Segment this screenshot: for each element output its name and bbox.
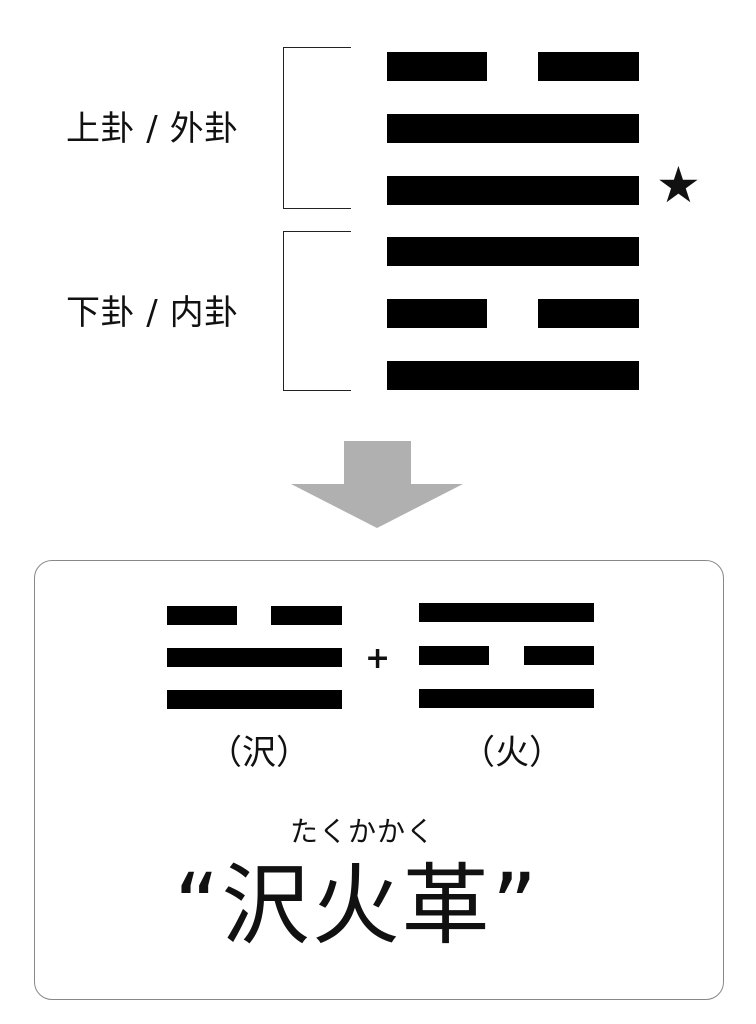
hexagram-line-2 xyxy=(387,114,639,143)
hexagram-line-1-left xyxy=(387,52,487,81)
hexagram-line-5-left xyxy=(387,299,487,328)
right-trigram-line-2-left xyxy=(419,646,489,665)
left-trigram-line-2 xyxy=(167,648,342,667)
lower-trigram-bracket xyxy=(283,231,351,391)
hexagram-line-1-right xyxy=(538,52,639,81)
hexagram-name: “沢火革” xyxy=(174,854,540,957)
hexagram-line-3 xyxy=(387,176,639,205)
arrow-stem xyxy=(344,441,411,485)
left-trigram-name: （沢） xyxy=(208,733,310,773)
star-icon: ★ xyxy=(656,156,701,214)
right-trigram-line-2-right xyxy=(524,646,594,665)
lower-trigram-label: 下卦 / 内卦 xyxy=(66,293,239,333)
result-panel xyxy=(34,560,724,1000)
hexagram-line-5-right xyxy=(538,299,639,328)
right-trigram-line-3 xyxy=(419,689,594,708)
left-trigram-line-1-left xyxy=(167,606,237,625)
plus-sign: + xyxy=(365,641,391,676)
hexagram-reading: たくかかく xyxy=(290,815,436,848)
upper-trigram-label: 上卦 / 外卦 xyxy=(66,109,239,149)
arrow-head xyxy=(291,484,463,528)
right-trigram-line-1 xyxy=(419,603,594,622)
right-trigram-name: （火） xyxy=(461,733,563,773)
upper-trigram-bracket xyxy=(283,47,351,209)
hexagram-line-6 xyxy=(387,361,639,390)
left-trigram-line-1-right xyxy=(271,606,342,625)
left-trigram-line-3 xyxy=(167,690,342,709)
hexagram-line-4 xyxy=(387,237,639,266)
